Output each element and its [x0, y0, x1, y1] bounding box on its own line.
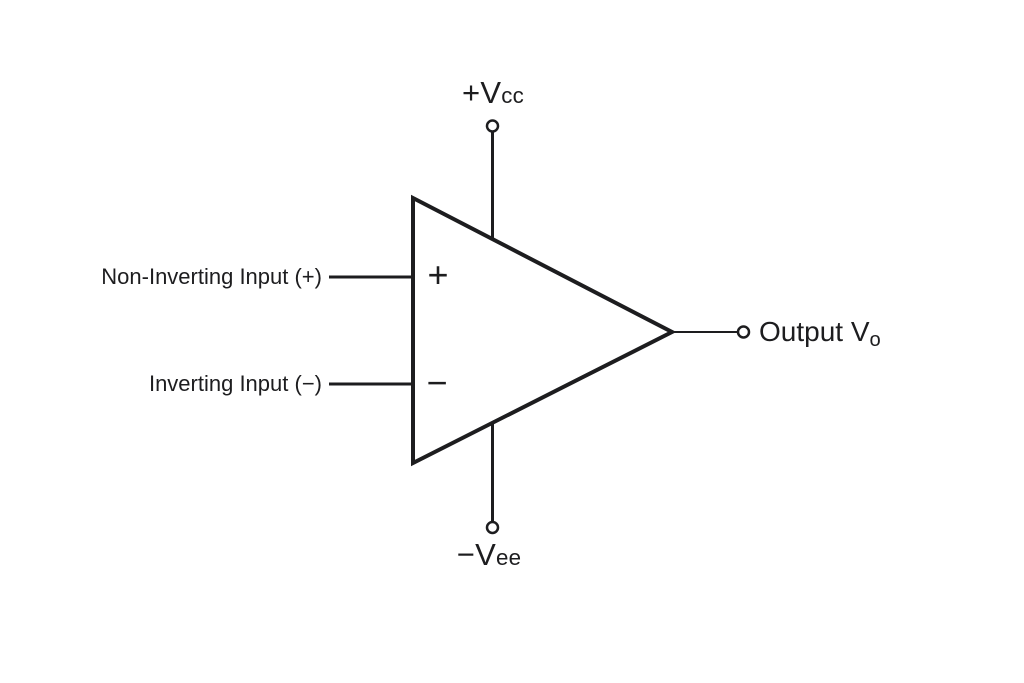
- output-terminal-circle: [736, 325, 751, 339]
- plus-polarity-marker: +: [427, 254, 449, 295]
- inverting-input-label: Inverting Input (−): [148, 371, 322, 396]
- positive-supply-terminal-circle: [485, 119, 500, 133]
- negative-supply-label-main: −V: [456, 537, 496, 572]
- positive-supply-label-subscript: cc: [501, 83, 524, 108]
- negative-supply-terminal-circle: [485, 520, 500, 535]
- positive-supply-label: +Vcc: [462, 76, 524, 113]
- output-label-main: Output V: [759, 316, 870, 347]
- negative-supply-label-subscript: ee: [495, 545, 522, 570]
- output-label: Output Vo: [759, 316, 881, 356]
- positive-supply-label-main: +V: [462, 75, 502, 110]
- minus-polarity-marker: −: [426, 362, 448, 403]
- negative-supply-label: −Vee: [457, 538, 521, 575]
- non-inverting-input-label: Non-Inverting Input (+): [101, 264, 322, 289]
- output-label-subscript: o: [869, 329, 881, 351]
- op-amp-body-triangle: [411, 194, 677, 467]
